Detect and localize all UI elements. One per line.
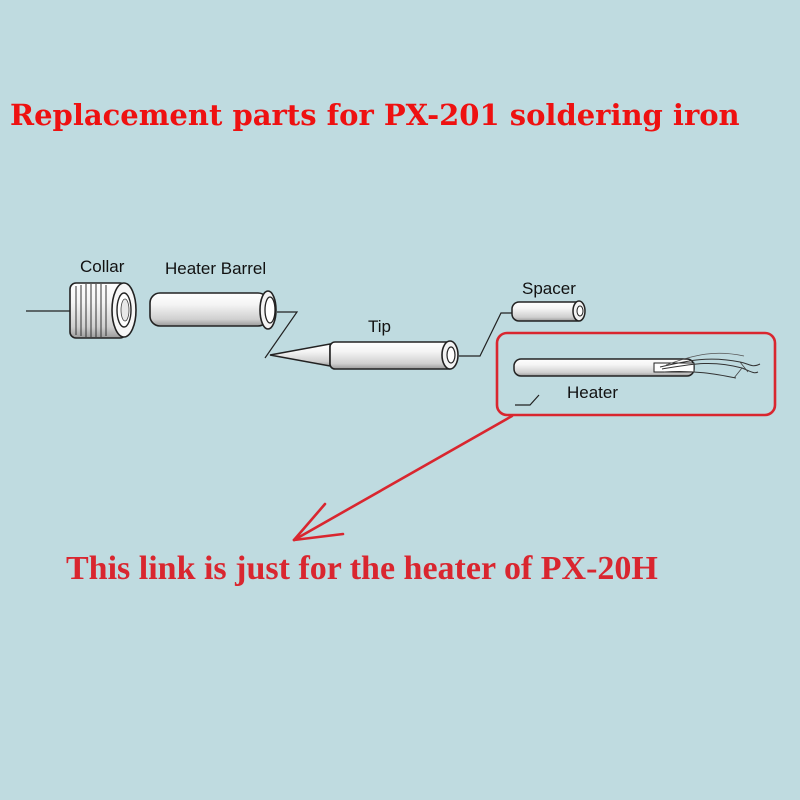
heater-label: Heater <box>567 383 619 402</box>
page-title: Replacement parts for PX-201 soldering i… <box>10 98 740 132</box>
spacer-label: Spacer <box>522 279 576 298</box>
heater-leader <box>515 394 540 406</box>
heater-highlight-box <box>495 331 777 417</box>
heater-barrel-part <box>149 290 277 330</box>
tip-label: Tip <box>368 317 391 336</box>
spacer-part <box>511 300 586 322</box>
pointer-arrow <box>292 414 514 542</box>
tip-part <box>269 340 459 370</box>
heater-note: This link is just for the heater of PX-2… <box>66 550 658 587</box>
heater-part <box>513 352 761 379</box>
collar-part <box>69 282 137 339</box>
barrel-tip-leader <box>264 311 299 359</box>
collar-label: Collar <box>80 257 125 276</box>
heater-barrel-label: Heater Barrel <box>165 259 267 278</box>
tip-spacer-leader <box>459 312 513 357</box>
